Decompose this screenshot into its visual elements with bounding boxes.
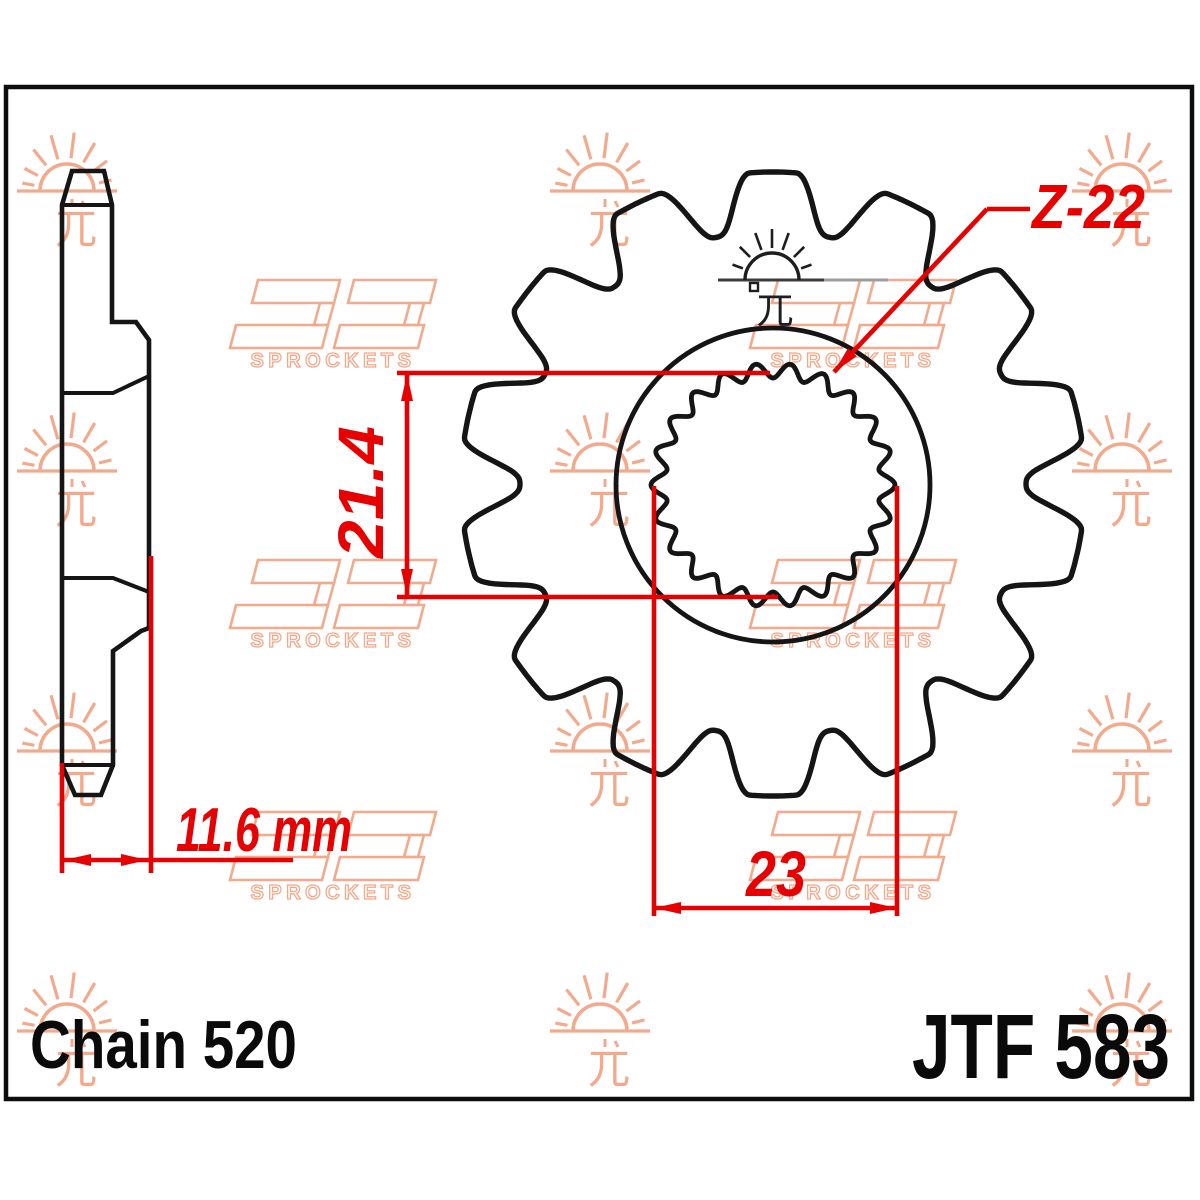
dimension-23: 23: [745, 838, 806, 910]
jt-sun-logo-icon: 兀: [718, 229, 888, 331]
dimension-11-6: 11.6 mm: [176, 796, 352, 865]
teeth-count-label: Z-22: [1030, 173, 1145, 242]
bore-diameter-dimension: 23: [745, 838, 806, 910]
splined-bore-outline: [648, 361, 898, 609]
sprocket-side-view: [59, 168, 152, 798]
teeth-count-callout: Z-22: [1030, 173, 1145, 242]
sprocket-teeth-outline: [461, 169, 1085, 799]
chain-size-label: Chain 520: [30, 1007, 297, 1083]
part-number-label: JTF 583: [912, 996, 1170, 1098]
hub-circle: [613, 325, 933, 645]
inner-diameter-dimension: 21.4: [325, 426, 397, 559]
dimension-21-4: 21.4: [325, 426, 397, 559]
sprocket-front-view: 兀: [461, 169, 1085, 799]
section-outline: [59, 168, 152, 798]
jt-mark-kanji: 兀: [757, 290, 794, 331]
drawing-border-frame: [3, 84, 1195, 1102]
dimension-annotations: 21.4 23 11.6 mm Z-22: [59, 173, 1145, 916]
caption-layer: Chain 520 JTF 583: [30, 996, 1170, 1098]
hub-width-dimension: 11.6 mm: [176, 796, 352, 865]
